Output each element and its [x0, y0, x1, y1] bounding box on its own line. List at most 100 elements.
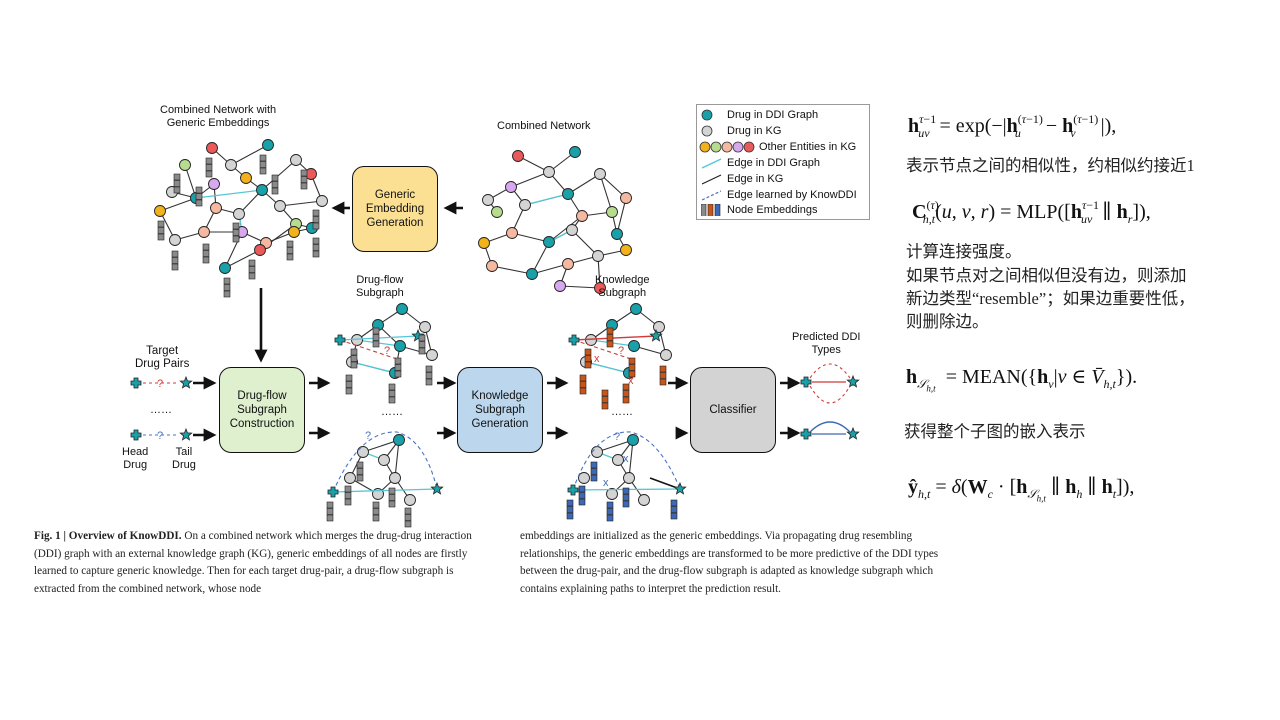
knowledge-lower-embedding — [670, 512, 678, 520]
knowledge-embedding — [601, 396, 609, 403]
network-embedding — [248, 259, 256, 267]
predicted-dashed-arc-2 — [809, 363, 851, 379]
embedded-network-edge — [279, 200, 323, 207]
drug-flow-embedding — [418, 347, 426, 355]
embedded-network-node — [210, 202, 222, 214]
knowledge-strong-edge — [573, 335, 657, 341]
predicted-tail-icon-2 — [846, 426, 860, 440]
knowledge-graph-ddi-edge — [585, 361, 630, 374]
combined-network-edge — [599, 173, 613, 213]
embedded-network-edge — [159, 197, 197, 212]
combined-network-node — [482, 194, 494, 206]
knowledge-embedding — [606, 327, 614, 335]
knowledge-embedding — [628, 357, 636, 365]
combined-network-node — [526, 268, 538, 280]
combined-network-edge — [548, 215, 583, 243]
drug-flow-lower-embedding — [404, 507, 412, 515]
combined-network-node — [594, 168, 606, 180]
drug-flow-embedding — [388, 383, 396, 391]
drug-flow-lower-node — [404, 494, 416, 506]
legend-item-drug-ddi: Drug in DDI Graph — [701, 109, 818, 122]
combined-network-edge — [616, 197, 627, 235]
embedded-network-node — [169, 234, 181, 246]
drug-flow-embedding — [350, 355, 358, 362]
embedded-network-node — [316, 195, 328, 207]
drug-flow-lower-head-icon — [327, 486, 339, 498]
knowledge-lower-edge — [628, 439, 634, 479]
embedded-network-node — [225, 159, 237, 171]
question-mark-6: ? — [618, 345, 624, 357]
network-embedding — [171, 250, 179, 258]
knowledge-lower-embedding — [606, 508, 614, 515]
knowledge-lower-edge — [596, 439, 634, 453]
drug-flow-embedding — [394, 370, 402, 378]
network-embedding — [248, 266, 256, 273]
network-embedding — [232, 235, 240, 243]
drug-flow-embedding — [345, 387, 353, 395]
network-embedding — [312, 237, 320, 245]
network-embedding — [286, 253, 294, 261]
note-strength-2: 如果节点对之间相似但没有边，则添加 — [906, 266, 1187, 285]
knowledge-graph-node — [630, 303, 642, 315]
drug-flow-lower-node — [393, 434, 405, 446]
drug-flow-lower-node — [357, 446, 369, 458]
embedded-network-node — [198, 226, 210, 238]
knowledge-head-icon — [568, 334, 580, 346]
note-strength-4: 则删除边。 — [906, 312, 989, 331]
knowledge-lower-node — [606, 488, 618, 500]
knowledge-lower-embedding — [578, 492, 586, 499]
combined-network-node — [512, 150, 524, 162]
knowledge-embedding — [584, 355, 592, 362]
learned-edge — [339, 339, 401, 361]
network-embedding — [171, 257, 179, 264]
knowledge-embedding — [584, 348, 592, 356]
network-embedding — [271, 174, 279, 182]
drug-flow-lower-node — [378, 454, 390, 466]
embedded-network-node — [256, 184, 268, 196]
network-embedding — [232, 229, 240, 236]
predicted-tail-icon-1 — [846, 374, 860, 388]
knowledge-lower-embedding — [622, 500, 630, 508]
equation-similarity: hτ−1uv = exp(−|h(τ−1)u − h(τ−1)v |), — [908, 112, 1117, 140]
knowledge-embedding — [601, 402, 609, 410]
network-embedding — [259, 167, 267, 175]
drug-flow-graph-node — [351, 334, 363, 346]
combined-network-node — [543, 236, 555, 248]
network-embedding — [157, 227, 165, 234]
knowledge-lower-embedding — [606, 514, 614, 522]
question-mark-2: ? — [157, 430, 163, 442]
legend: Drug in DDI Graph Drug in KG Other Entit… — [696, 104, 870, 220]
network-embedding — [205, 164, 213, 171]
legend-item-edge-kg: Edge in KG — [701, 173, 783, 186]
note-strength-3: 新边类型“resemble”；如果边重要性低， — [906, 289, 1195, 308]
drug-flow-embedding — [388, 396, 396, 404]
network-embedding — [286, 240, 294, 248]
knowledge-embedding — [659, 365, 667, 373]
embedded-network-node — [262, 139, 274, 151]
combined-network-edge — [567, 173, 601, 195]
drug-flow-lower-embedding — [326, 514, 334, 522]
drug-flow-head-icon — [334, 334, 346, 346]
combined-network-node — [620, 244, 632, 256]
combined-network-node — [562, 258, 574, 270]
drug-flow-lower-embedding — [404, 514, 412, 521]
drug-flow-embedding — [425, 372, 433, 379]
embedded-network-node — [208, 178, 220, 190]
knowledge-lower-node — [612, 454, 624, 466]
drug-flow-lower-embedding — [326, 508, 334, 515]
network-embedding — [157, 233, 165, 241]
knowledge-embedding — [659, 378, 667, 386]
combined-network-node — [543, 166, 555, 178]
knowledge-lower-node — [578, 472, 590, 484]
network-embedding — [195, 186, 203, 194]
combined-network-node — [620, 192, 632, 204]
knowledge-lower-embedding — [590, 461, 598, 469]
network-embedding — [232, 222, 240, 230]
network-embedding — [205, 157, 213, 165]
drug-flow-tail-icon — [411, 328, 425, 342]
combined-network-edge — [510, 171, 550, 188]
network-embedding — [300, 169, 308, 177]
